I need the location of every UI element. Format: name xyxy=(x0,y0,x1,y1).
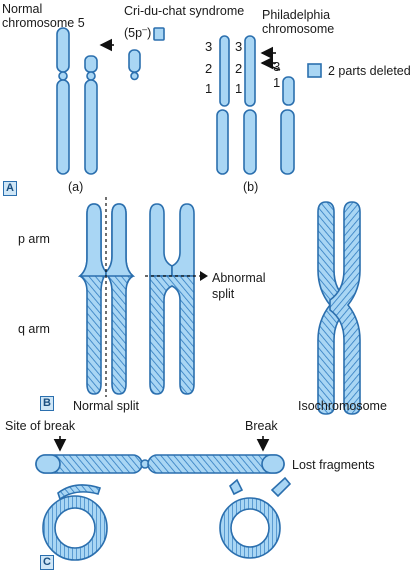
band-mid-1: 1 xyxy=(235,81,243,96)
cri-du-chat-notation-close: ) xyxy=(147,26,152,41)
panel-a-tag: A xyxy=(3,181,17,196)
sub-label-b: (b) xyxy=(243,180,259,194)
legend-swatch xyxy=(307,63,322,78)
lost-fragments-label: Lost fragments xyxy=(292,458,375,472)
site-of-break-label: Site of break xyxy=(5,419,76,433)
philadelphia-chromosome-mid xyxy=(243,35,257,175)
panel-c-tag: C xyxy=(40,555,54,570)
break-label: Break xyxy=(245,419,278,433)
band-left-1: 1 xyxy=(205,81,213,96)
linear-chromosome xyxy=(35,454,285,474)
isochromosome xyxy=(317,201,361,415)
band-right-3: 3 xyxy=(273,59,281,74)
deleted-chromosome-5 xyxy=(84,55,98,175)
philadelphia-chromosome-right xyxy=(280,76,295,175)
cri-du-chat-notation-superscript: – xyxy=(142,24,148,34)
isochromosome-label: Isochromosome xyxy=(298,399,387,413)
philadelphia-label: Philadelphia chromosome xyxy=(262,8,335,36)
band-left-3: 3 xyxy=(205,39,213,54)
lost-fragments xyxy=(229,476,292,498)
panel-a xyxy=(56,27,322,175)
legend-label: 2 parts deleted xyxy=(328,64,411,78)
panel-a-arrows xyxy=(99,38,281,71)
band-right-1: 1 xyxy=(273,75,281,90)
normal-chromosome-5-label: Normal chromosome 5 xyxy=(2,2,85,30)
cri-du-chat-notation: (5p–) xyxy=(124,22,151,40)
q-arm-label: q arm xyxy=(18,322,50,336)
sub-label-a: (a) xyxy=(68,180,84,194)
ring-chromosome-right xyxy=(219,497,281,559)
cri-du-chat-fragment xyxy=(128,27,165,81)
ring-chromosome-left xyxy=(42,484,108,561)
cri-du-chat-label: Cri-du-chat syndrome xyxy=(124,4,245,18)
abnormal-split-label: Abnormal split xyxy=(212,271,266,301)
panel-b-tag: B xyxy=(40,396,54,411)
band-mid-3: 3 xyxy=(235,39,243,54)
normal-x-chromosome xyxy=(77,203,136,395)
p-arm-label: p arm xyxy=(18,232,50,246)
normal-split-label: Normal split xyxy=(73,399,139,413)
abnormal-split-arrow xyxy=(200,271,208,281)
normal-chromosome-5 xyxy=(56,27,70,175)
band-left-2: 2 xyxy=(205,61,213,76)
band-mid-2: 2 xyxy=(235,61,243,76)
abnormal-split-chromosome xyxy=(149,203,195,395)
philadelphia-chromosome-left xyxy=(216,35,230,175)
cri-du-chat-notation-main: (5p xyxy=(124,26,143,41)
